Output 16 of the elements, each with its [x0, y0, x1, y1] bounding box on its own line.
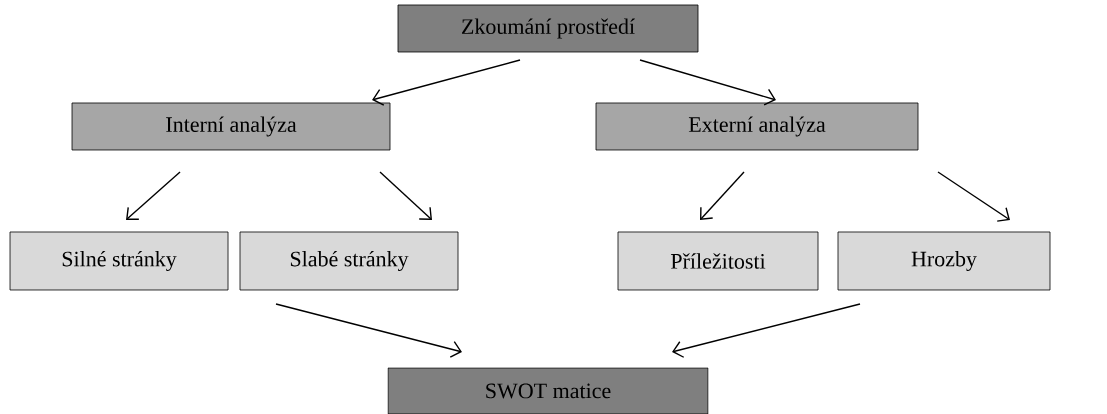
- arrow: [372, 59, 521, 106]
- process-box: SWOT matice: [387, 367, 709, 414]
- arrow: [639, 59, 776, 106]
- arrow: [672, 303, 861, 358]
- process-box: Slabé stránky: [239, 231, 459, 291]
- arrow: [126, 171, 181, 220]
- process-box: Externí analýza: [595, 102, 919, 151]
- arrow: [275, 303, 462, 358]
- arrow: [700, 171, 745, 220]
- arrow: [379, 171, 432, 220]
- process-box: Příležitosti: [617, 231, 819, 291]
- process-box: Interní analýza: [71, 102, 391, 151]
- process-box: Hrozby: [837, 231, 1051, 291]
- process-box: Silné stránky: [9, 231, 229, 291]
- arrow: [937, 171, 1010, 222]
- process-box: Zkoumání prostředí: [397, 4, 699, 53]
